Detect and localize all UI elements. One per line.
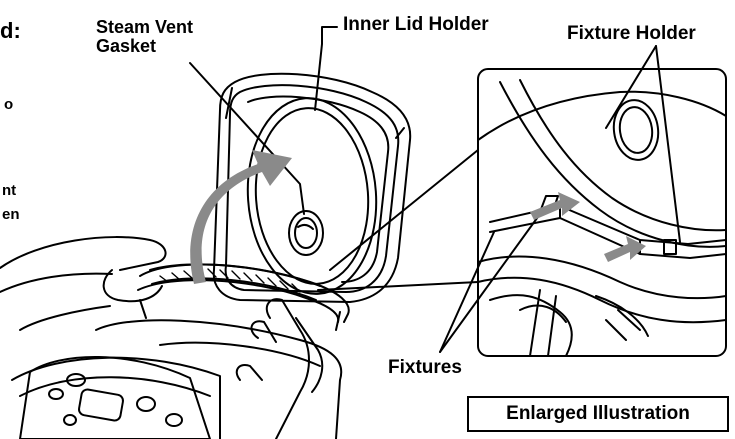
enlarged-detail [478, 80, 726, 356]
cropped-text-fragment-b: nt [2, 182, 16, 199]
control-panel [20, 357, 210, 439]
fixture-holder-leader-right [656, 46, 680, 242]
steam-vent-gasket-label-line2: Gasket [96, 37, 193, 56]
cropped-text-fragment-a: o [4, 96, 13, 113]
inner-lid-holder-leader [315, 27, 337, 110]
enlarged-illustration-caption: Enlarged Illustration [506, 403, 690, 425]
enlarged-illustration-caption-box: Enlarged Illustration [467, 396, 729, 432]
inner-lid-panel [241, 94, 382, 298]
inner-lid-holder-label: Inner Lid Holder [343, 15, 489, 35]
fixtures-leader-lower [440, 232, 494, 352]
cropped-heading-fragment: d: [0, 18, 21, 43]
steam-vent-gasket-part [289, 211, 323, 255]
cropped-text-fragment-c: en [2, 206, 20, 223]
steam-vent-gasket-label-line1: Steam Vent [96, 18, 193, 37]
projection-line-upper [330, 150, 478, 270]
fixtures-label: Fixtures [388, 358, 462, 378]
fixture-holder-label: Fixture Holder [567, 24, 696, 44]
steam-vent-gasket-label: Steam Vent Gasket [96, 18, 193, 56]
